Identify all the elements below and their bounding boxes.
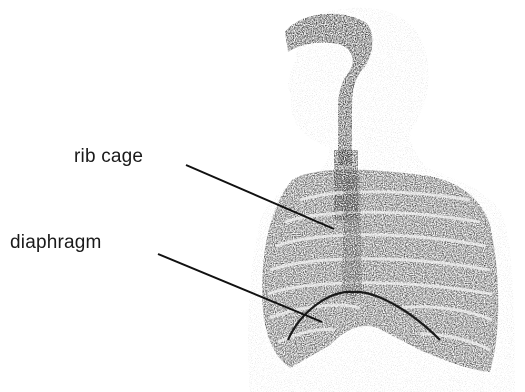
sternum xyxy=(342,175,362,300)
rib-cage-label: rib cage xyxy=(74,146,143,168)
diaphragm-label: diaphragm xyxy=(10,232,102,254)
